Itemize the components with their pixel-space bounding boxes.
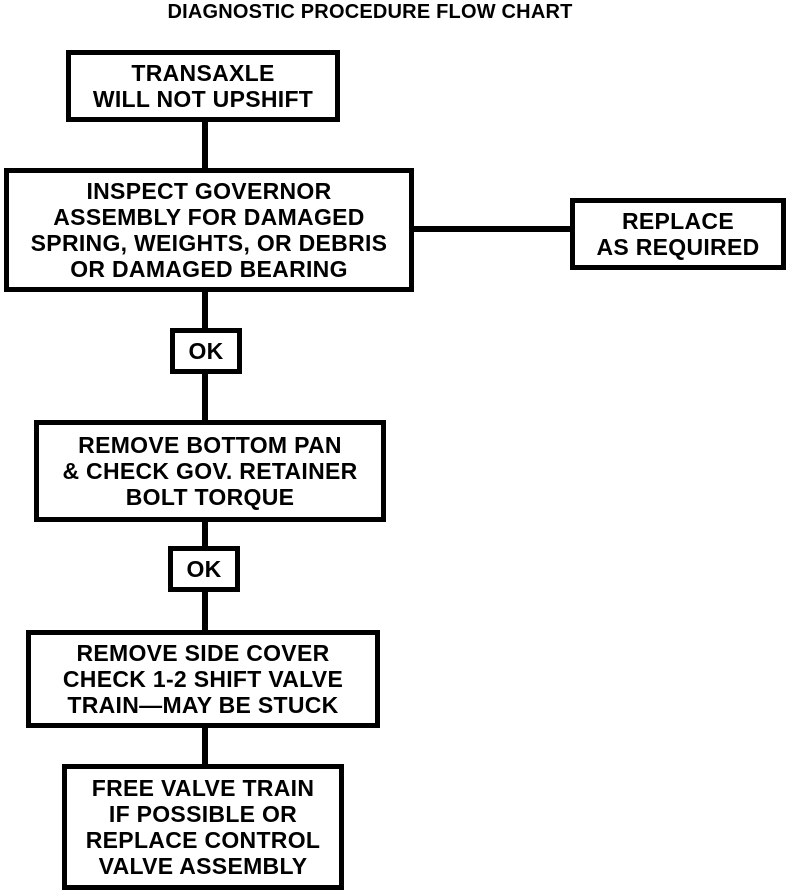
connector-inspect-replace <box>412 226 574 232</box>
connector-inspect-ok1 <box>202 288 208 330</box>
node-remove-side-cover: REMOVE SIDE COVER CHECK 1-2 SHIFT VALVE … <box>26 630 380 728</box>
node-transaxle-will-not-upshift: TRANSAXLE WILL NOT UPSHIFT <box>66 50 340 122</box>
chart-title: DIAGNOSTIC PROCEDURE FLOW CHART <box>167 1 573 23</box>
connector-cover-free <box>202 724 208 768</box>
node-replace-as-required: REPLACE AS REQUIRED <box>570 198 786 270</box>
node-inspect-governor: INSPECT GOVERNOR ASSEMBLY FOR DAMAGED SP… <box>4 168 414 292</box>
connector-start-inspect <box>202 118 208 172</box>
node-ok-2: OK <box>168 546 240 592</box>
node-ok-1: OK <box>170 328 242 374</box>
connector-ok2-cover <box>202 588 208 634</box>
connector-ok1-pan <box>202 370 208 424</box>
connector-pan-ok2 <box>202 518 208 548</box>
node-remove-bottom-pan: REMOVE BOTTOM PAN & CHECK GOV. RETAINER … <box>34 420 386 522</box>
node-free-valve-train: FREE VALVE TRAIN IF POSSIBLE OR REPLACE … <box>62 764 344 890</box>
